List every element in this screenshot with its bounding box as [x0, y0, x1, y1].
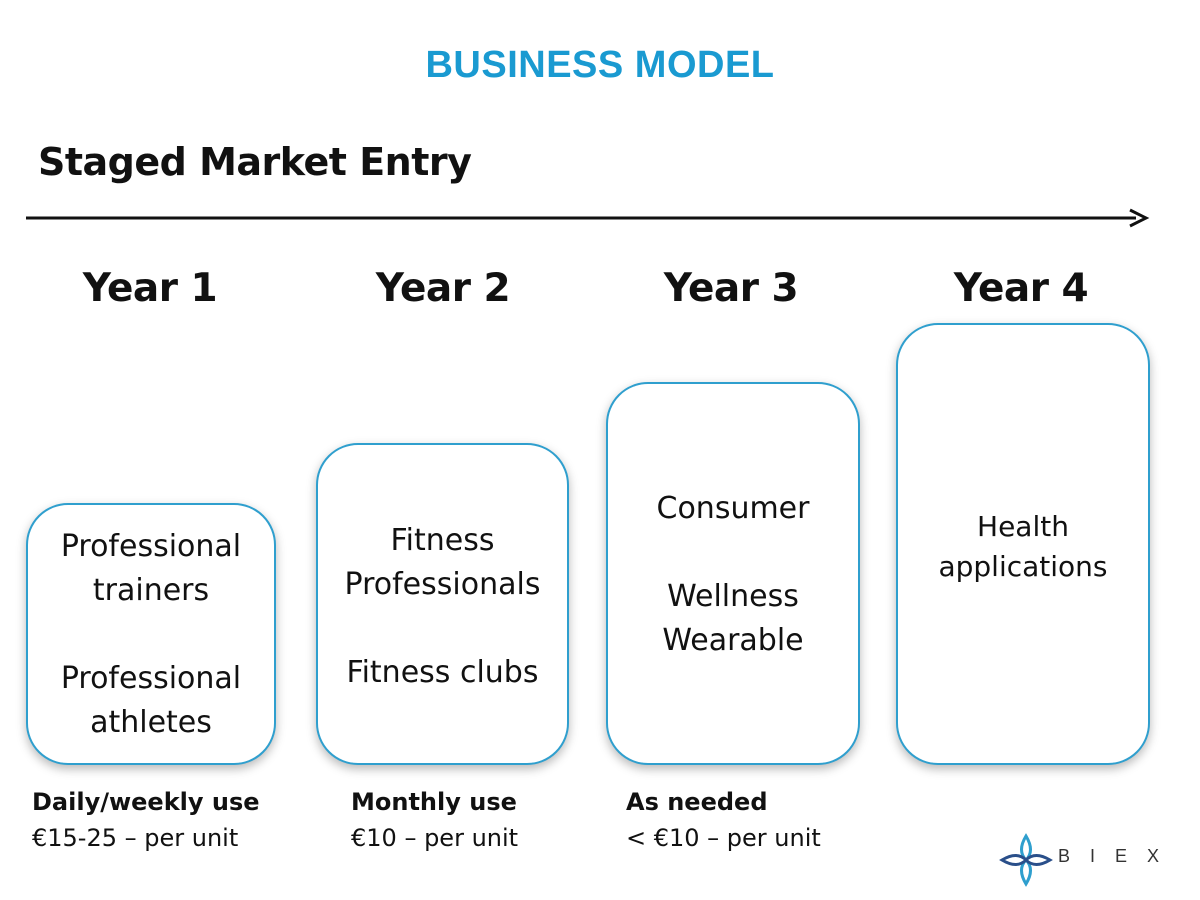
- stage-3-line-4: Wearable: [662, 623, 804, 658]
- biex-logo-text: BIEX: [1058, 846, 1180, 866]
- stage-3-price: < €10 – per unit: [626, 824, 821, 852]
- stage-2-line-4: Fitness clubs: [346, 655, 539, 690]
- year-label-4: Year 4: [953, 266, 1089, 311]
- biex-logo-icon: [999, 833, 1053, 887]
- stage-1-usage: Daily/weekly use €15-25 – per unit: [32, 784, 260, 856]
- year-label-1: Year 1: [82, 266, 218, 311]
- stage-2-line-1: Fitness: [390, 523, 495, 558]
- stage-3-line-3: Wellness: [667, 579, 799, 614]
- stage-box-4: Health applications: [896, 323, 1150, 765]
- page-title: BUSINESS MODEL: [425, 44, 775, 86]
- stage-2-line-2: Professionals: [344, 567, 541, 602]
- year-label-2: Year 2: [375, 266, 511, 311]
- stage-2-usage: Monthly use €10 – per unit: [351, 784, 518, 856]
- stage-1-line-4: Professional: [60, 661, 242, 696]
- stage-1-line-1: Professional: [60, 529, 242, 564]
- timeline-arrow: [26, 208, 1150, 228]
- stage-4-line-2: applications: [938, 550, 1108, 583]
- stage-4-line-1: Health: [977, 510, 1069, 543]
- year-label-3: Year 3: [663, 266, 799, 311]
- stage-1-price: €15-25 – per unit: [32, 824, 239, 852]
- stage-1-line-5: athletes: [90, 705, 212, 740]
- stage-3-frequency: As needed: [626, 788, 768, 816]
- stage-box-1: Professional trainers Professional athle…: [26, 503, 276, 765]
- section-title: Staged Market Entry: [38, 140, 472, 184]
- stage-1-frequency: Daily/weekly use: [32, 788, 260, 816]
- stage-3-line-1: Consumer: [656, 491, 810, 526]
- stage-3-usage: As needed < €10 – per unit: [626, 784, 821, 856]
- stage-box-2: Fitness Professionals Fitness clubs: [316, 443, 569, 765]
- stage-box-3: Consumer Wellness Wearable: [606, 382, 860, 765]
- stage-2-frequency: Monthly use: [351, 788, 517, 816]
- biex-logo: BIEX: [998, 832, 1178, 888]
- stage-1-line-2: trainers: [92, 573, 210, 608]
- stage-2-price: €10 – per unit: [351, 824, 519, 852]
